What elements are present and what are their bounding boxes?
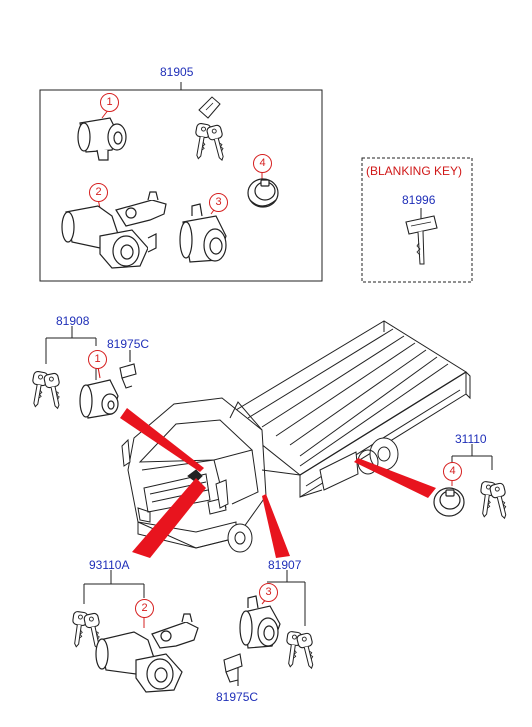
callout-4-right: 4 (443, 462, 462, 481)
door-lock-81907-drawing (239, 595, 281, 649)
part-number-81975c-bottom: 81975C (216, 690, 259, 704)
group-93110a (83, 570, 145, 628)
key-pair-drawing (190, 96, 230, 163)
part-number-81907: 81907 (268, 558, 302, 572)
fuel-cap-drawing (247, 178, 279, 208)
blanking-key-box (361, 157, 473, 283)
part-number-81905: 81905 (160, 65, 194, 79)
clip-81975c-top-drawing (97, 350, 137, 389)
key-pair-81907-drawing (282, 630, 319, 671)
lock-cylinder-drawing (77, 117, 127, 161)
part-number-81908: 81908 (56, 314, 90, 328)
part-number-93110a: 93110A (89, 558, 130, 572)
callout-2-top: 2 (89, 183, 108, 202)
group-31110 (451, 444, 493, 486)
part-number-81975c-top: 81975C (107, 337, 150, 351)
callout-1-mid: 1 (88, 350, 107, 369)
key-pair-81908-drawing (27, 370, 66, 411)
truck-drawing (121, 320, 471, 553)
callout-2-bottom: 2 (135, 599, 154, 618)
callout-3-bottom: 3 (259, 583, 278, 602)
clip-81975c-bottom-drawing (223, 653, 243, 686)
callout-4-top: 4 (253, 154, 272, 173)
part-number-31110: 31110 (455, 432, 487, 446)
callout-1-top: 1 (100, 93, 119, 112)
group-81908 (45, 326, 97, 380)
ignition-switch-93110a-drawing (95, 613, 199, 693)
key-pair-31110-drawing (476, 480, 512, 521)
part-number-81996: 81996 (402, 193, 436, 207)
callout-3-top: 3 (209, 193, 228, 212)
ignition-switch-drawing (61, 191, 167, 269)
blanking-key-title: (BLANKING KEY) (366, 164, 463, 178)
fuel-cap-31110-drawing (433, 487, 465, 517)
leader-arrows (120, 408, 436, 558)
blanking-key-drawing (405, 215, 438, 265)
door-lock-drawing (179, 203, 227, 263)
lock-cylinder-81908-drawing (79, 379, 119, 419)
